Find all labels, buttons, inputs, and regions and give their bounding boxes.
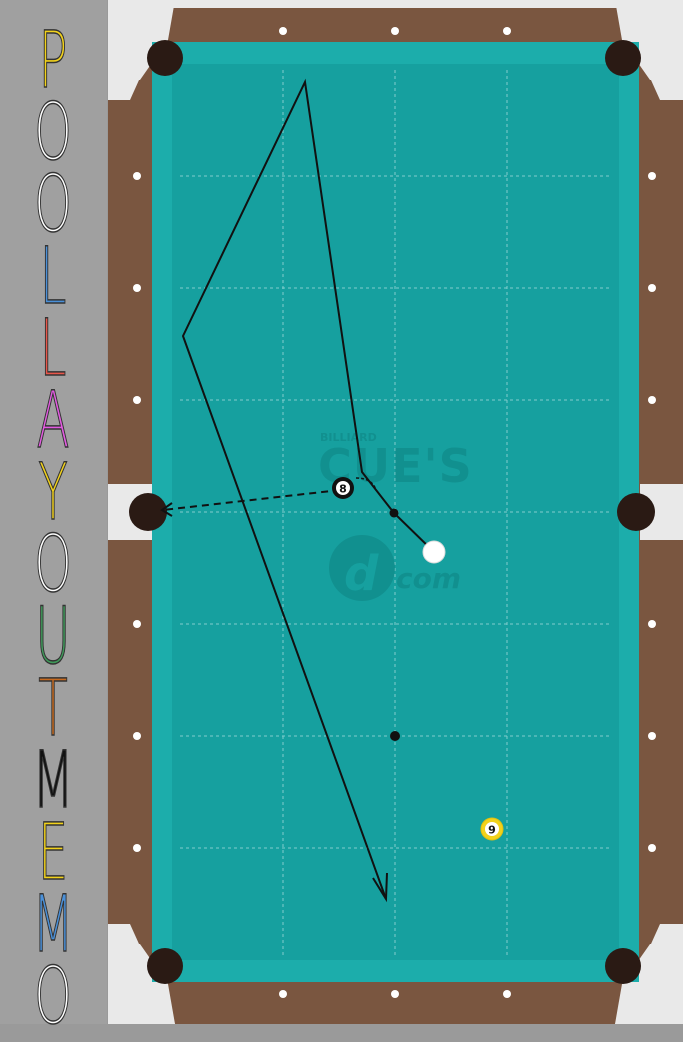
- title-letter: O: [33, 88, 73, 178]
- title-letter: L: [39, 232, 67, 322]
- nine-ball[interactable]: 9: [480, 817, 504, 841]
- title-letter: O: [33, 520, 73, 610]
- eight-ball-path-arrowhead: [160, 502, 173, 517]
- eight-ball-path: [162, 489, 341, 511]
- cue-ball[interactable]: [422, 540, 446, 564]
- cues-watermark: BILLIARD CUE'S d com: [318, 431, 472, 602]
- cue-ball-path-arrowhead: [372, 872, 388, 903]
- title-letter: O: [33, 952, 73, 1042]
- title-letter: M: [32, 736, 75, 826]
- svg-text:9: 9: [488, 824, 496, 837]
- pockets[interactable]: [129, 40, 655, 984]
- pocket-top-left: [147, 40, 183, 76]
- pocket-top-right: [605, 40, 641, 76]
- pocket-middle-right: [617, 493, 655, 531]
- title-letter: P: [38, 16, 68, 106]
- ghost-ball-marker: [355, 477, 377, 491]
- svg-text:com: com: [396, 562, 461, 595]
- title-letter: T: [38, 664, 68, 754]
- title-sidebar: [0, 0, 107, 1024]
- foot-spot: [390, 731, 400, 741]
- title-letter: Y: [38, 448, 68, 538]
- title-letter: A: [36, 376, 70, 466]
- cue-ball-path: [181, 78, 435, 900]
- eight-ball[interactable]: 8: [332, 477, 354, 499]
- spin-point-marker: [389, 508, 399, 518]
- title-letter: L: [39, 304, 67, 394]
- title-letter: E: [37, 808, 69, 898]
- pocket-bottom-left: [147, 948, 183, 984]
- pocket-bottom-right: [605, 948, 641, 984]
- title-letter: U: [35, 592, 71, 682]
- title-letter: O: [33, 160, 73, 250]
- title-letter: M: [32, 880, 75, 970]
- pocket-middle-left: [129, 493, 167, 531]
- svg-text:d: d: [344, 546, 379, 602]
- rail-diamonds: [133, 27, 656, 998]
- svg-text:8: 8: [339, 483, 347, 496]
- svg-text:BILLIARD: BILLIARD: [320, 431, 377, 444]
